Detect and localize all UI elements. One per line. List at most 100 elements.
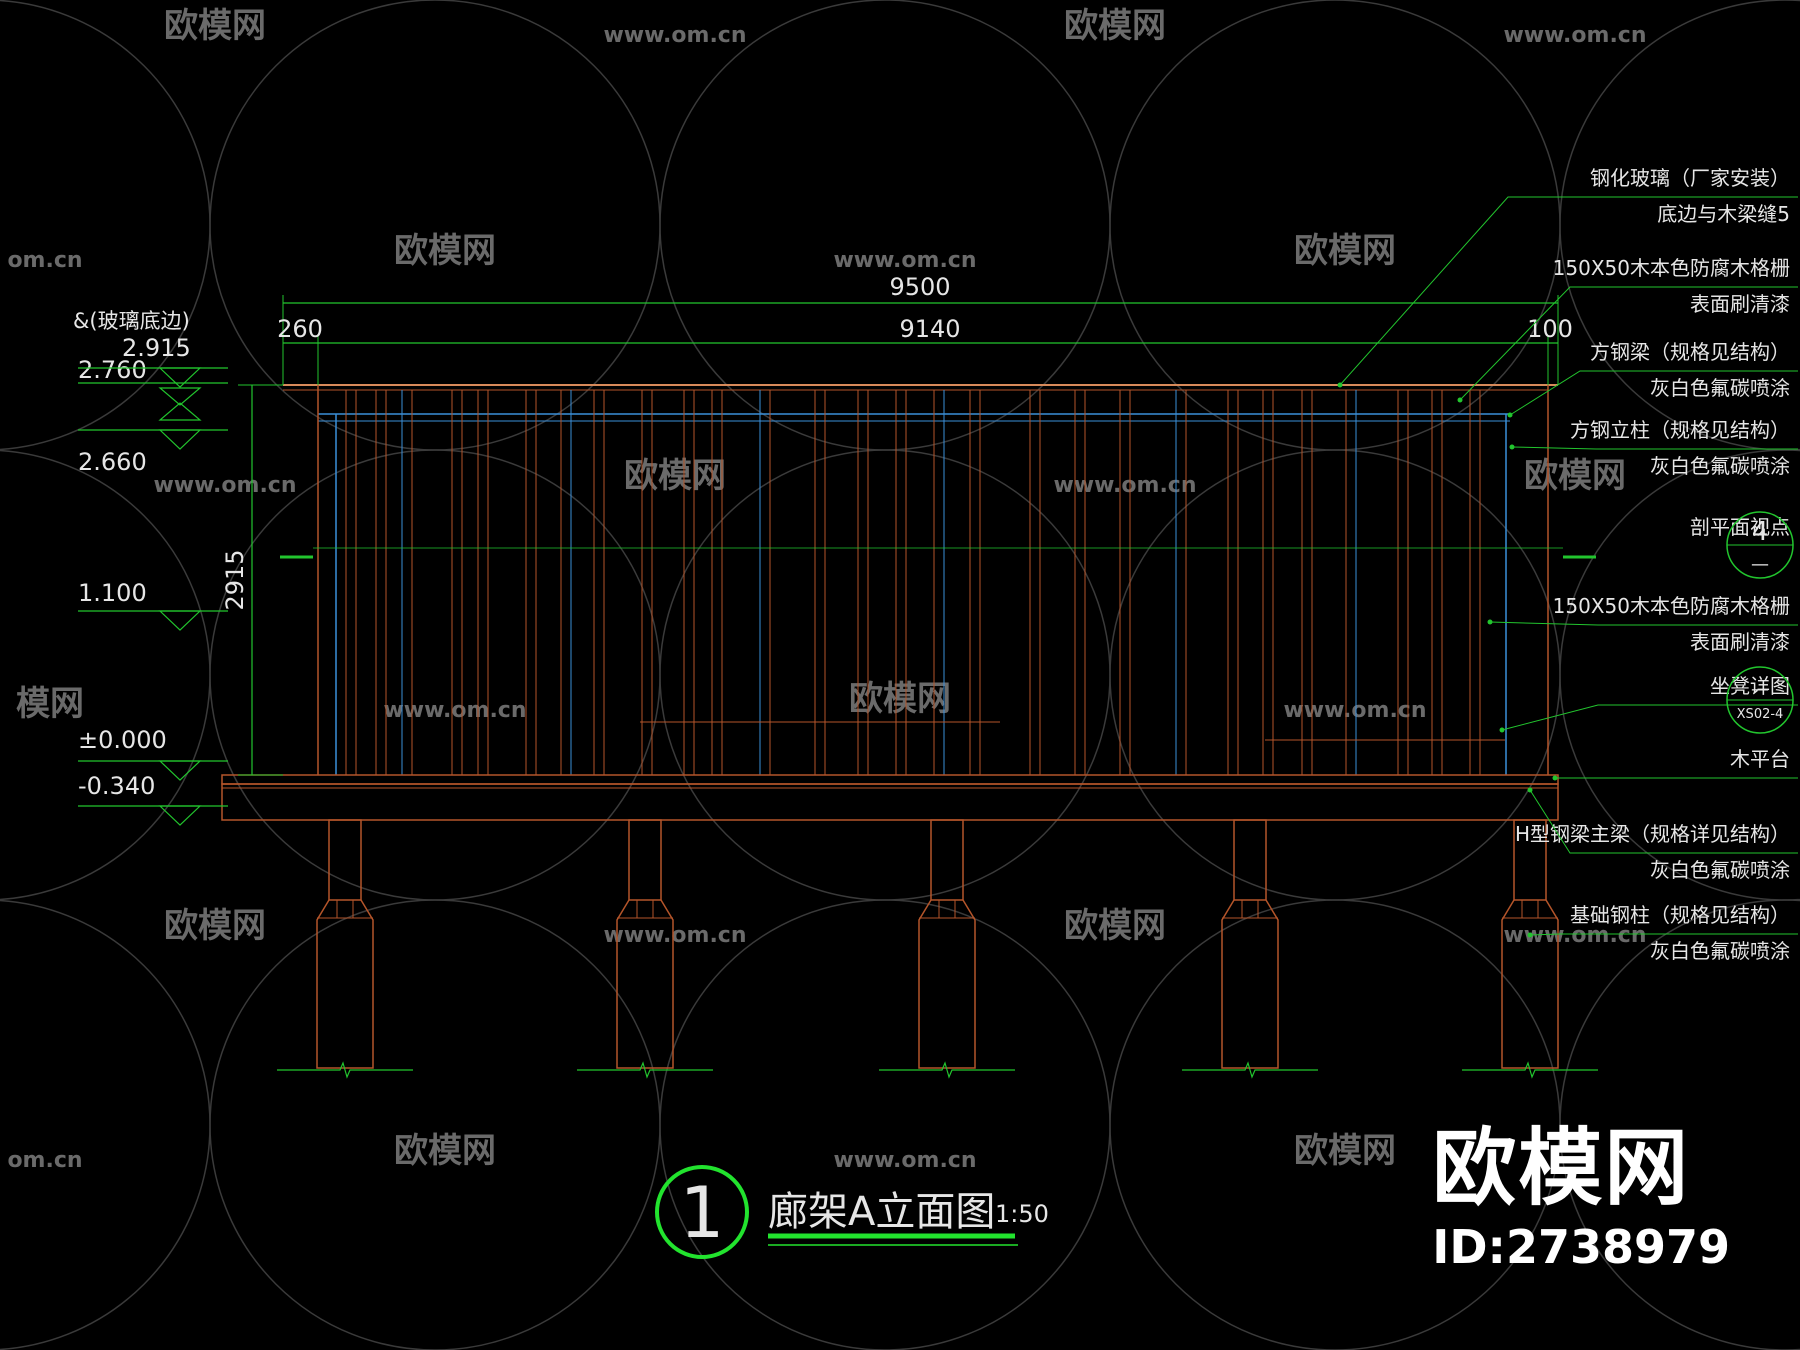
brand-name: 欧模网 — [1432, 1119, 1691, 1217]
dim-height: 2915 — [221, 549, 249, 610]
annotation-line1: H型钢梁主梁（规格详见结构） — [1515, 822, 1790, 846]
level-triangle — [158, 429, 202, 450]
annotation: 钢化玻璃（厂家安装）底边与木梁缝5 — [1337, 166, 1798, 388]
dim-right: 100 — [1527, 315, 1573, 343]
leader-dot — [1552, 775, 1558, 781]
watermark-url: www.om.cn — [603, 23, 746, 48]
annotation-line2: 灰白色氟碳喷涂 — [1650, 858, 1790, 882]
watermark-logo: 欧模网 — [1064, 6, 1166, 46]
level-triangle — [158, 805, 202, 826]
watermark-logo: 欧模网 — [1524, 456, 1626, 496]
pergola-elevation — [221, 384, 1598, 1079]
leader-line — [1509, 370, 1798, 416]
level-value: 2.915 — [122, 334, 191, 362]
annotation: 方钢梁（规格见结构） 灰白色氟碳喷涂 — [1507, 340, 1798, 418]
watermark-url: www.om.cn — [383, 698, 526, 723]
leader-line — [1511, 446, 1798, 450]
title-scale: 1:50 — [995, 1200, 1049, 1228]
annotation-line2: 表面刷清漆 — [1690, 630, 1790, 654]
leader-dot — [1527, 787, 1533, 793]
ground-line — [879, 1061, 1015, 1079]
leader-dot — [1457, 397, 1463, 403]
leader-line — [1339, 196, 1798, 386]
dim-left: 260 — [277, 315, 323, 343]
level-value: ±0.000 — [78, 726, 167, 754]
annotation-line1: 方钢梁（规格见结构） — [1590, 340, 1790, 364]
watermark-logo: 欧模网 — [164, 906, 266, 946]
leader-dot — [1527, 932, 1533, 938]
section-symbol: 4 — — [1726, 511, 1794, 579]
annotation-line2: 灰白色氟碳喷涂 — [1650, 376, 1790, 400]
level-note: &(玻璃底边) — [73, 309, 190, 333]
watermark-circle — [1109, 449, 1561, 901]
watermark-url: www.om.cn — [833, 248, 976, 273]
watermark-circle — [659, 0, 1111, 451]
watermark-circle — [659, 449, 1111, 901]
leader-dot — [1507, 412, 1513, 418]
watermark-url: www.om.cn — [603, 923, 746, 948]
annotation-line1: 方钢立柱（规格见结构） — [1570, 418, 1790, 442]
dim-overall: 9500 — [889, 273, 950, 301]
annotation-line2: 表面刷清漆 — [1690, 292, 1790, 316]
watermark-circle — [659, 899, 1111, 1350]
watermark-logo: 欧模网 — [1294, 231, 1396, 271]
title-number: 1 — [680, 1172, 725, 1254]
foundation-pier — [1462, 819, 1598, 1079]
watermark-logo: 欧模网 — [1294, 1131, 1396, 1171]
watermark-circle — [0, 899, 211, 1350]
ground-line — [577, 1061, 713, 1079]
watermark-logo: 欧模网 — [394, 1131, 496, 1171]
level-triangle — [158, 760, 202, 781]
level-value: 2.660 — [78, 448, 147, 476]
level-value: 1.100 — [78, 579, 147, 607]
level-triangle — [158, 387, 202, 406]
annotation: H型钢梁主梁（规格详见结构） 灰白色氟碳喷涂 — [1515, 787, 1798, 882]
watermark-url: www.om.cn — [1053, 473, 1196, 498]
watermark-logo: 欧模网 — [1064, 906, 1166, 946]
foundation-pier — [879, 819, 1015, 1079]
watermark-logo: 模网 — [16, 684, 84, 724]
watermark-url: www.om.cn — [1503, 23, 1646, 48]
timber-grille — [345, 390, 1481, 775]
annotation-line1: 150X50木本色防腐木格栅 — [1553, 256, 1790, 280]
watermark-url: www.om.cn — [153, 473, 296, 498]
detail-symbol-number: — — [1751, 679, 1769, 700]
h-steel-main-beam — [221, 783, 1559, 821]
annotation-line1: 坐凳详图 — [1710, 674, 1790, 698]
leader-line — [1459, 286, 1798, 401]
brand-stamp: 欧模网 ID:2738979 — [1432, 1126, 1730, 1270]
leader-dot — [1487, 619, 1493, 625]
level-triangle — [158, 402, 202, 421]
watermark-circle — [209, 899, 661, 1350]
annotation: 坐凳详图 — [1499, 674, 1798, 733]
leader-dot — [1337, 382, 1343, 388]
level-triangle — [158, 367, 202, 388]
foundation-pier — [277, 819, 413, 1079]
ground-line — [1182, 1061, 1318, 1079]
watermark-url: om.cn — [7, 248, 82, 273]
watermark-logo: 欧模网 — [624, 456, 726, 496]
dimensions: 9500 260 9140 100 2915 &(玻璃底边) 2.9152.76… — [73, 273, 1596, 826]
watermark-circle — [1559, 899, 1800, 1350]
watermark-circle — [209, 449, 661, 901]
level-value: -0.340 — [78, 772, 155, 800]
foundation-columns — [277, 819, 1598, 1079]
annotation-line1: 钢化玻璃（厂家安装） — [1590, 166, 1790, 190]
watermark-circle — [209, 0, 661, 451]
steel-column — [628, 819, 662, 901]
annotation-line1: 基础钢柱（规格见结构） — [1570, 903, 1790, 927]
steel-column — [328, 819, 362, 901]
title-number-circle — [655, 1165, 749, 1259]
leader-dot — [1509, 444, 1515, 450]
leader-line — [1489, 621, 1798, 626]
leader-line — [1529, 789, 1798, 854]
pier-footing — [316, 899, 374, 1069]
detail-symbol-sheet: XS02-4 — [1737, 707, 1784, 722]
watermark-logo: 欧模网 — [394, 231, 496, 271]
pier-footing — [918, 899, 976, 1069]
watermark-url: www.om.cn — [833, 1148, 976, 1173]
steel-column — [1233, 819, 1267, 901]
